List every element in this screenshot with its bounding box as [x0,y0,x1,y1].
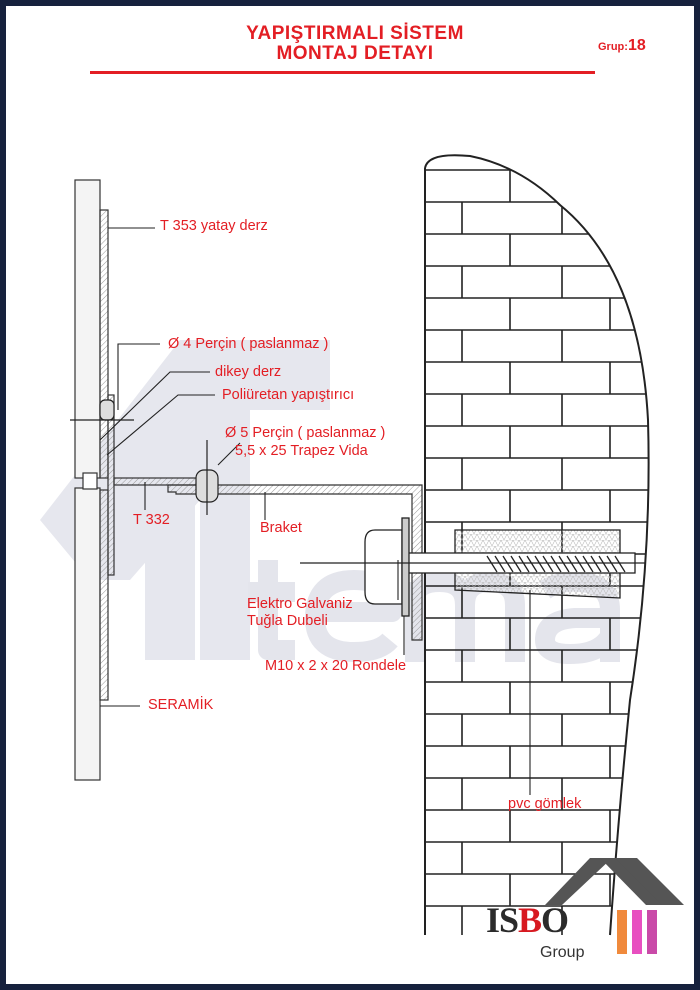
title-line-1: YAPIŞTIRMALI SİSTEM [246,23,464,44]
adhesive-strip-lower [99,489,109,701]
label-anchor-2: Tuğla Dubeli [247,613,328,629]
label-screw: 5,5 x 25 Trapez Vida [235,443,369,459]
label-t353: T 353 yatay derz [160,218,268,234]
ceramic-panel-lower [74,487,101,781]
label-bracket: Braket [260,520,302,536]
brick-anchor [300,517,645,617]
watermark-bar [145,420,195,660]
isbo-logo-text: ISBO [486,900,569,940]
t353-joint-profile [82,472,98,490]
label-ceramic: SERAMİK [148,695,214,713]
isbo-logo-mark [545,858,684,954]
label-t332: T 332 [133,512,170,528]
group-badge: Grup:18 [598,37,646,55]
bolt-thread [486,555,626,573]
ceramic-panels [74,179,109,781]
wall-outline [424,154,650,936]
group-number: 18 [627,37,646,54]
title-line-2: MONTAJ DETAYI [276,43,434,64]
ceramic-panel-upper [74,179,101,479]
label-adhesive: Poliüretan yapıştırıcı [222,387,354,403]
label-rivet-4: Ø 4 Perçin ( paslanmaz ) [168,336,328,352]
bracket [167,484,423,641]
rivet-5 [195,440,219,515]
hex-nut [364,529,403,605]
isbo-logo-group: Group [540,944,585,961]
page-title: YAPIŞTIRMALI SİSTEM MONTAJ DETAYI [200,24,510,64]
group-label: Grup: [598,41,628,53]
label-pvc-sleeve: pvc gömlek [508,796,582,812]
label-vertical-joint: dikey derz [215,364,281,380]
washer [401,517,410,617]
leader-lines [99,227,531,795]
label-rivet-5: Ø 5 Perçin ( paslanmaz ) [225,425,385,441]
adhesive-strip-upper [99,209,109,479]
rivet-4 [70,399,134,421]
label-washer: M10 x 2 x 20 Rondele [265,658,406,674]
label-anchor-1: Elektro Galvaniz [247,596,353,612]
title-underline [90,71,595,74]
